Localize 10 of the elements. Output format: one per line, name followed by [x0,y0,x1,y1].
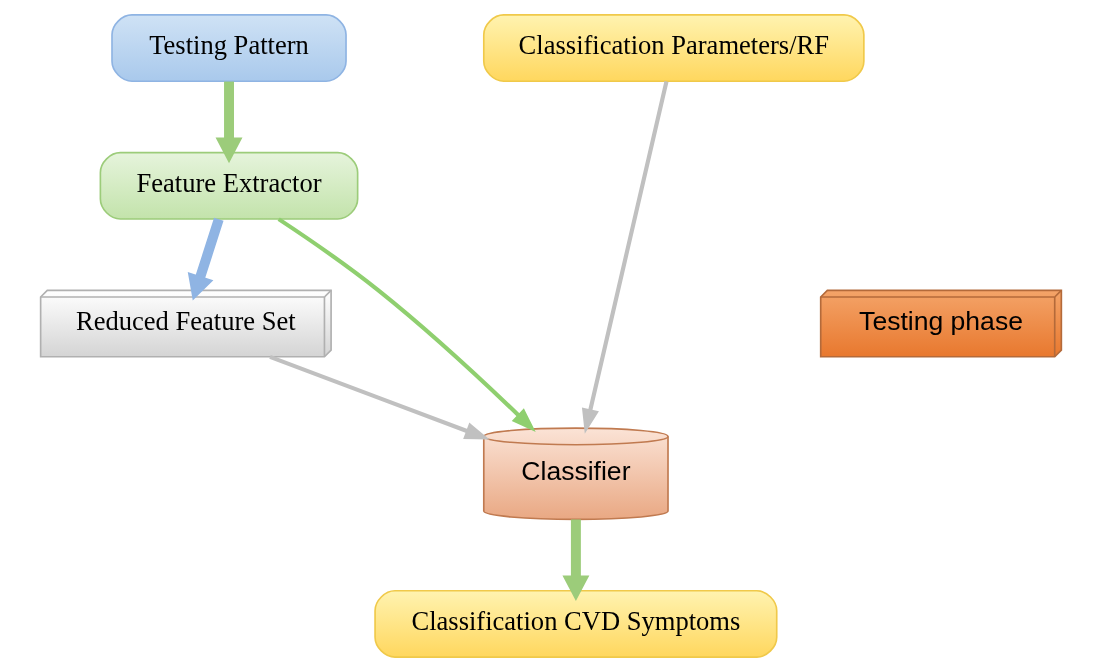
node-box: Classification Parameters/RF [482,14,865,83]
arrow [277,217,536,432]
node-box: Testing Pattern [111,14,347,83]
arrow [187,217,224,301]
node-box: Feature Extractor [99,151,359,220]
node-box: Classification CVD Symptoms [374,589,778,658]
arrow [562,519,590,602]
arrow [215,81,243,164]
arrow [581,80,669,434]
arrow [269,354,490,440]
